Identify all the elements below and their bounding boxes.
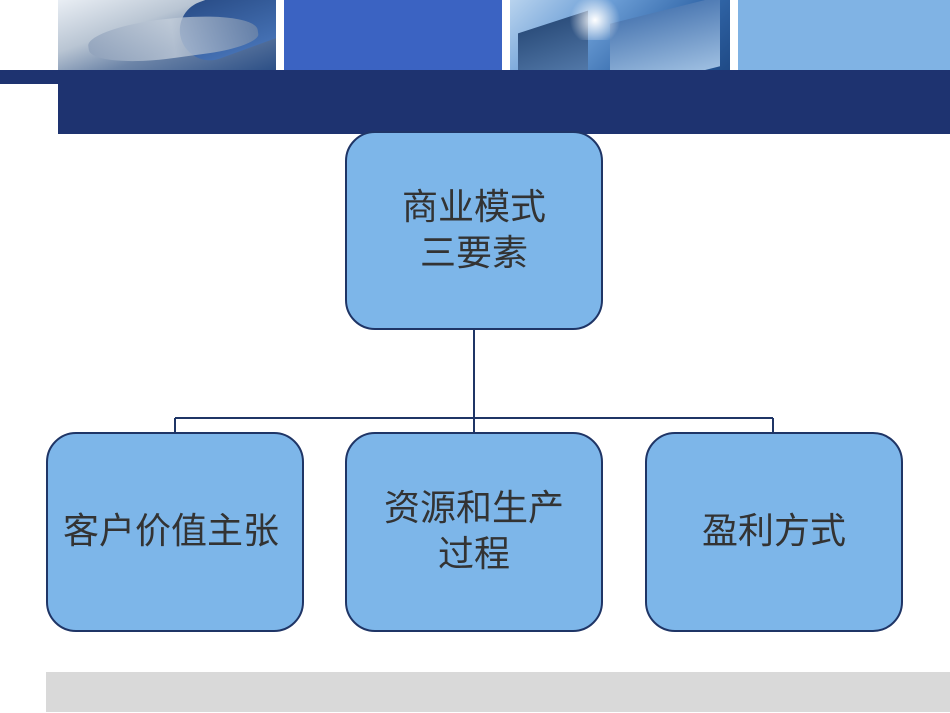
header-accent-line — [0, 70, 62, 84]
child-node-label: 资源和生产 过程 — [383, 488, 564, 575]
title-bar — [58, 70, 950, 134]
light-blue-panel — [738, 0, 950, 70]
footer-bar — [46, 672, 950, 712]
keyboard-hands-photo — [58, 0, 276, 70]
child-node-resources-process: 资源和生产 过程 — [345, 432, 603, 632]
sun-glare — [565, 0, 625, 40]
root-node-label: 商业模式 三要素 — [401, 186, 546, 274]
child-node-profit-model: 盈利方式 — [645, 432, 903, 632]
root-node: 商业模式 三要素 — [345, 131, 603, 330]
child-node-label: 盈利方式 — [701, 511, 846, 552]
skyscraper-photo — [510, 0, 730, 70]
blue-panel — [284, 0, 502, 70]
child-node-customer-value: 客户价值主张 — [46, 432, 304, 632]
header-banner — [0, 0, 950, 134]
child-node-label: 客户价值主张 — [62, 511, 279, 552]
